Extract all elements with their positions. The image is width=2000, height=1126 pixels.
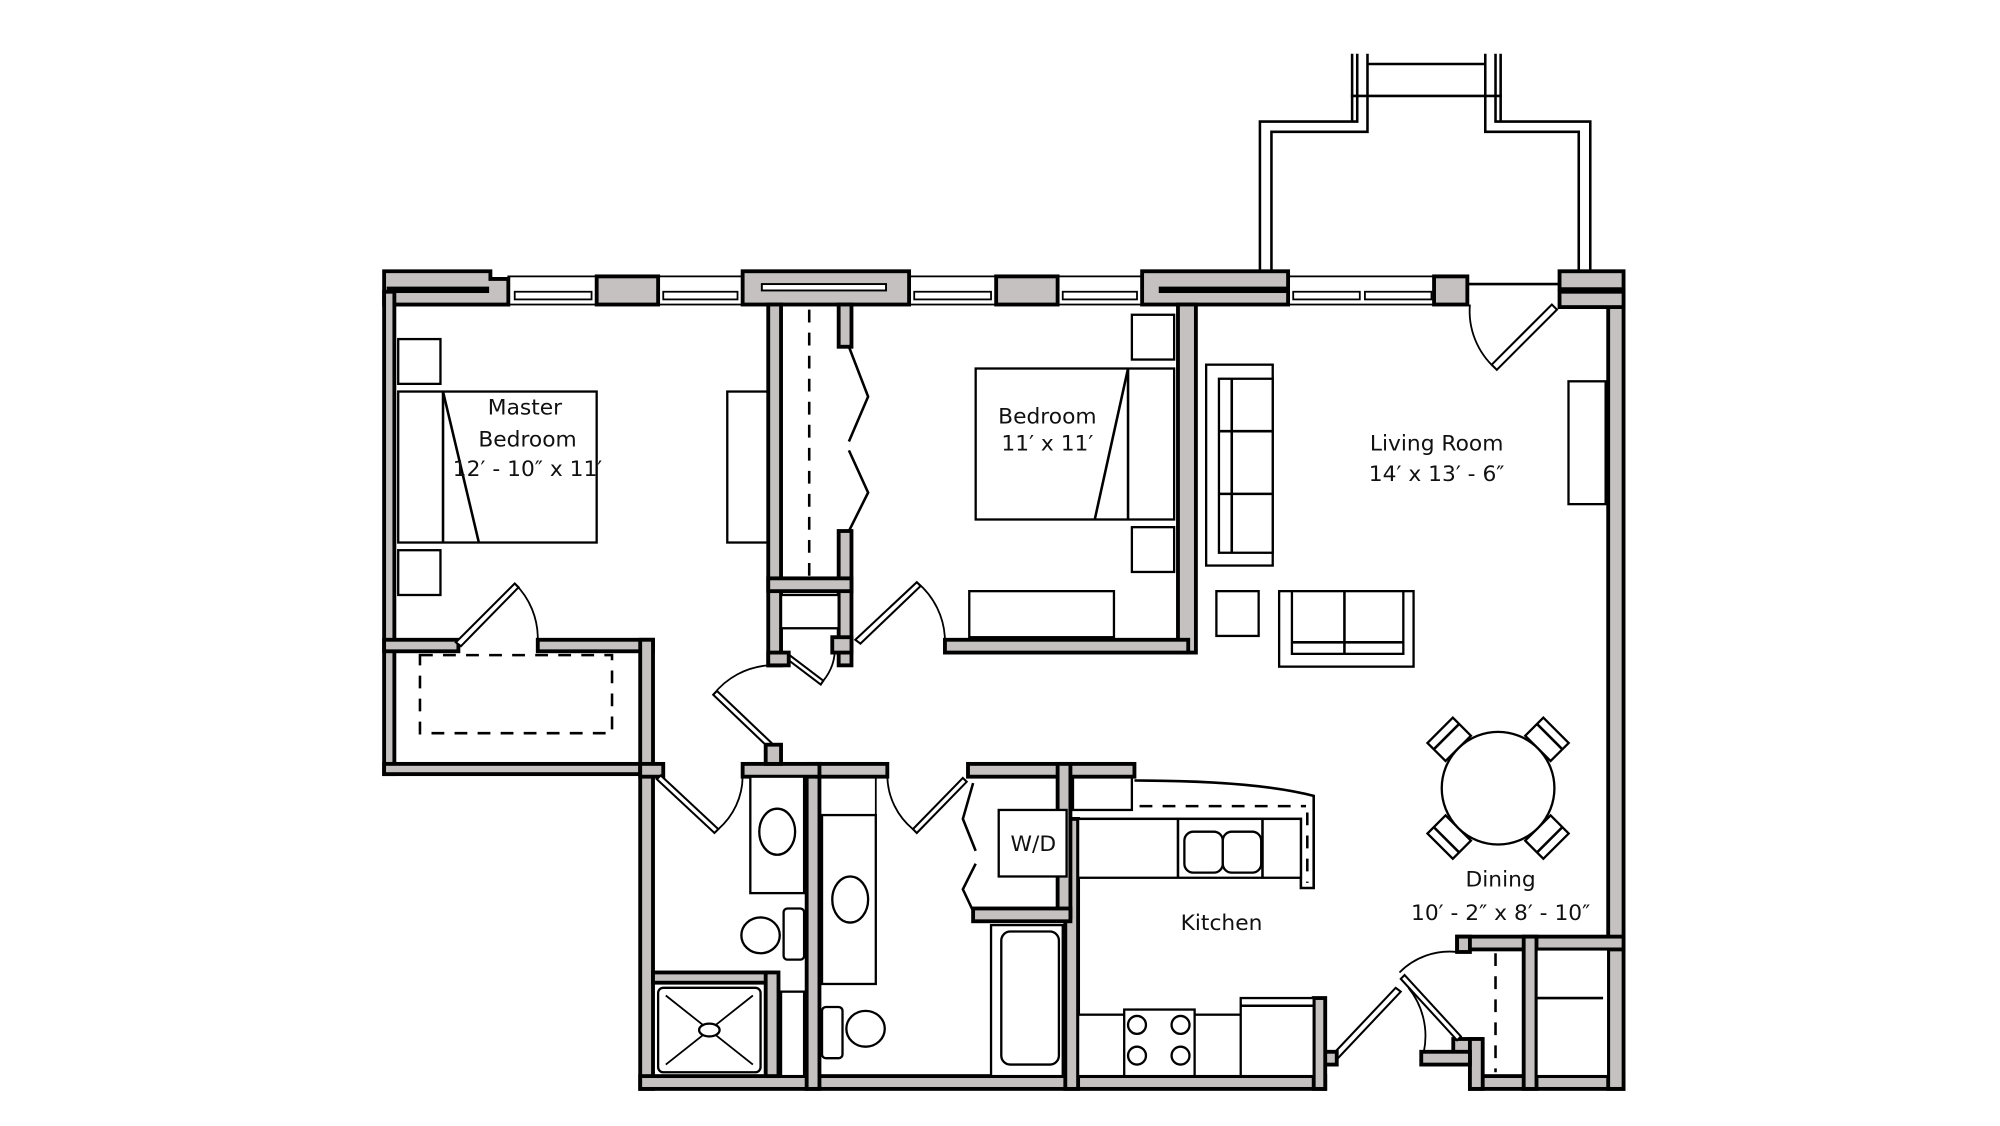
end-table [1215,589,1260,638]
refrigerator [1239,996,1315,1078]
room-label: Bedroom [478,428,576,453]
master-bedroom: Master Bedroom 12′ - 10″ x 11′ [382,337,770,777]
top-wall [382,269,1626,307]
laundry: W/D [961,761,1137,924]
dresser [726,390,770,544]
toilet [845,1009,886,1048]
nightstand [397,549,442,597]
toilet-tank [782,907,806,961]
linen-closet [779,990,806,1078]
hall-bath [804,761,1064,1091]
nightstand [397,337,442,386]
tv-console [1567,380,1607,506]
dining: Dining 10′ - 2″ x 8′ - 10″ [1411,715,1590,926]
room-label: Living Room [1370,431,1504,456]
door [711,689,775,750]
room-label: Bedroom [998,405,1096,430]
toilet-tank [820,1005,844,1060]
living-room: Living Room 14′ x 13′ - 6″ [1204,303,1607,668]
sink [831,875,870,924]
room-label: Dining [1466,868,1536,893]
appliance-label: W/D [1010,832,1056,857]
nightstand [1130,526,1176,574]
sink [1221,830,1263,874]
bedroom-closet [766,302,870,687]
kitchen: Kitchen [1063,767,1328,1091]
bed [397,390,598,544]
room-dims: 10′ - 2″ x 8′ - 10″ [1411,901,1590,926]
room-dims: 11′ x 11′ [1001,431,1093,456]
closet-rod [418,653,614,735]
nightstand [1130,313,1176,361]
dresser [968,589,1116,639]
room-label: Kitchen [1181,911,1263,936]
bedroom: Bedroom 11′ x 11′ [853,302,1198,655]
dining-table [1425,715,1571,861]
sink [1183,830,1224,874]
door [454,582,521,648]
toilet [740,916,781,955]
sink [758,807,797,856]
room-label: Master [488,396,562,421]
door [1399,973,1463,1042]
balcony-door [1490,303,1559,372]
room-dims: 14′ x 13′ - 6″ [1369,462,1505,487]
entry-door [1330,986,1403,1061]
master-bath [638,664,822,1079]
balcony [1258,53,1592,285]
bed [974,367,1176,521]
room-dims: 12′ - 10″ x 11′ [453,457,603,482]
washer-dryer [997,808,1068,878]
window [507,275,1435,306]
entry-closets [1319,934,1626,1091]
